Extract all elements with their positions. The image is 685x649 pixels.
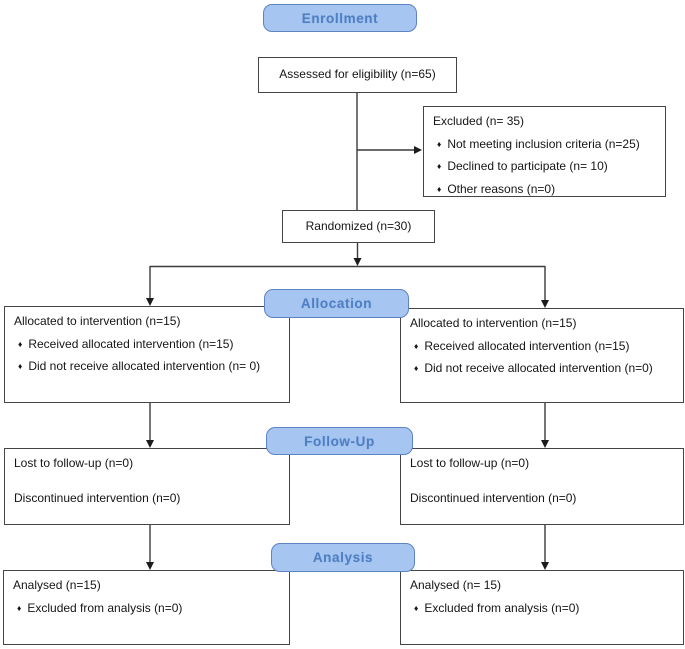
excluded-title: Excluded (n= 35) (433, 114, 525, 128)
analysis-badge: Analysis (271, 543, 415, 572)
excluded-item: ♦ Declined to participate (n= 10) (435, 159, 656, 175)
followup-left-line1: Lost to follow-up (n=0) (14, 456, 134, 470)
allocation-left-item-text: Did not receive allocated intervention (… (28, 359, 261, 374)
followup-right-box: Lost to follow-up (n=0) Discontinued int… (400, 448, 684, 525)
followup-right-line1: Lost to follow-up (n=0) (410, 456, 530, 470)
excluded-item-text: Other reasons (n=0) (447, 181, 556, 196)
bullet-icon: ♦ (414, 602, 419, 613)
analysis-left-box: Analysed (n=15) ♦ Excluded from analysis… (3, 570, 290, 645)
bullet-icon: ♦ (18, 338, 23, 349)
allocation-badge: Allocation (264, 289, 409, 318)
bullet-icon: ♦ (18, 361, 23, 372)
followup-right-line2: Discontinued intervention (n=0) (410, 490, 577, 505)
assessed-box: Assessed for eligibility (n=65) (258, 57, 457, 93)
analysis-right-box: Analysed (n= 15) ♦ Excluded from analysi… (400, 570, 684, 645)
assessed-text: Assessed for eligibility (n=65) (279, 67, 436, 82)
analysis-left-item: ♦ Excluded from analysis (n=0) (15, 601, 280, 617)
analysis-left-title: Analysed (n=15) (13, 578, 101, 592)
bullet-icon: ♦ (414, 340, 419, 351)
allocation-right-item: ♦ Received allocated intervention (n=15) (412, 339, 674, 355)
followup-left-line2: Discontinued intervention (n=0) (14, 490, 181, 505)
excluded-item-text: Declined to participate (n= 10) (447, 159, 608, 174)
allocation-right-item: ♦ Did not receive allocated intervention… (412, 361, 674, 377)
analysis-right-item: ♦ Excluded from analysis (n=0) (412, 601, 674, 617)
bullet-icon: ♦ (437, 138, 442, 149)
bullet-icon: ♦ (414, 363, 419, 374)
bullet-icon: ♦ (437, 161, 442, 172)
excluded-item: ♦ Not meeting inclusion criteria (n=25) (435, 137, 656, 153)
bullet-icon: ♦ (437, 183, 442, 194)
randomized-box: Randomized (n=30) (282, 210, 435, 243)
analysis-left-item-text: Excluded from analysis (n=0) (27, 600, 183, 615)
allocation-right-title: Allocated to intervention (n=15) (410, 316, 577, 330)
analysis-right-title: Analysed (n= 15) (410, 578, 502, 592)
allocation-left-item-text: Received allocated intervention (n=15) (28, 336, 234, 351)
allocation-left-title: Allocated to intervention (n=15) (14, 314, 181, 328)
allocation-right-item-text: Received allocated intervention (n=15) (424, 338, 630, 353)
allocation-left-item: ♦ Received allocated intervention (n=15) (16, 337, 280, 353)
bullet-icon: ♦ (17, 602, 22, 613)
allocation-left-box: Allocated to intervention (n=15) ♦ Recei… (4, 306, 290, 403)
excluded-item: ♦ Other reasons (n=0) (435, 182, 656, 198)
randomized-text: Randomized (n=30) (305, 218, 412, 233)
analysis-right-item-text: Excluded from analysis (n=0) (424, 600, 580, 615)
excluded-item-text: Not meeting inclusion criteria (n=25) (447, 136, 640, 151)
allocation-left-item: ♦ Did not receive allocated intervention… (16, 359, 280, 375)
allocation-right-box: Allocated to intervention (n=15) ♦ Recei… (400, 308, 684, 403)
allocation-right-item-text: Did not receive allocated intervention (… (424, 361, 653, 376)
followup-badge: Follow-Up (266, 427, 413, 455)
excluded-box: Excluded (n= 35) ♦ Not meeting inclusion… (423, 106, 666, 197)
enrollment-badge: Enrollment (263, 4, 417, 32)
followup-left-box: Lost to follow-up (n=0) Discontinued int… (4, 448, 290, 525)
